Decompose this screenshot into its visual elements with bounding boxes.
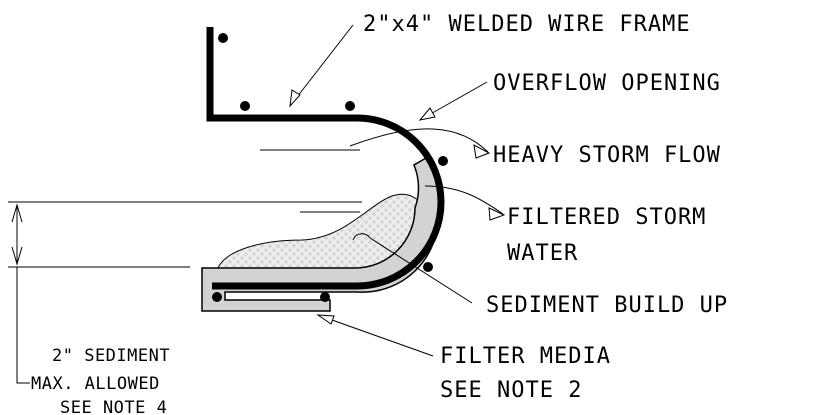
dimension-arrow-up-icon <box>11 203 23 223</box>
label-filtered-storm: FILTERED STORM <box>507 205 706 230</box>
label-2in-sediment: 2" SEDIMENT <box>52 346 170 366</box>
filtered-arrow-icon <box>488 207 506 221</box>
filter-leader <box>317 314 434 357</box>
wire-frame <box>206 27 445 290</box>
heavy-flow-arrow-icon <box>473 144 491 159</box>
label-filter-media: FILTER MEDIA <box>440 344 611 369</box>
filter-leader-arrow-icon <box>316 314 335 325</box>
label-see-note-2: SEE NOTE 2 <box>440 378 582 403</box>
heavy-flow-leader <box>349 128 489 153</box>
sediment-leader <box>369 237 473 304</box>
wire-dot <box>345 101 355 111</box>
dimension-arrow-down-icon <box>11 246 23 266</box>
wire-dot <box>212 292 222 302</box>
label-see-note-4: SEE NOTE 4 <box>60 398 167 415</box>
label-welded-wire-frame: 2"x4" WELDED WIRE FRAME <box>363 12 691 37</box>
overflow-leader-arrow-icon <box>418 107 436 121</box>
label-sediment-build-up: SEDIMENT BUILD UP <box>486 293 728 318</box>
sediment-squiggle <box>352 233 371 241</box>
max-allowed-leader <box>16 267 30 384</box>
wire-dot <box>218 33 228 43</box>
filtered-leader <box>424 185 504 215</box>
label-filtered-water: WATER <box>507 241 578 266</box>
frame-leader <box>289 24 354 107</box>
frame-leader-arrow-icon <box>289 89 301 108</box>
wire-dot <box>423 262 433 272</box>
label-heavy-storm-flow: HEAVY STORM FLOW <box>493 143 721 168</box>
label-overflow-opening: OVERFLOW OPENING <box>493 71 721 96</box>
label-max-allowed: MAX. ALLOWED <box>31 374 160 394</box>
wire-dot <box>240 101 250 111</box>
wire-dot <box>438 156 448 166</box>
wire-dot <box>320 292 330 302</box>
